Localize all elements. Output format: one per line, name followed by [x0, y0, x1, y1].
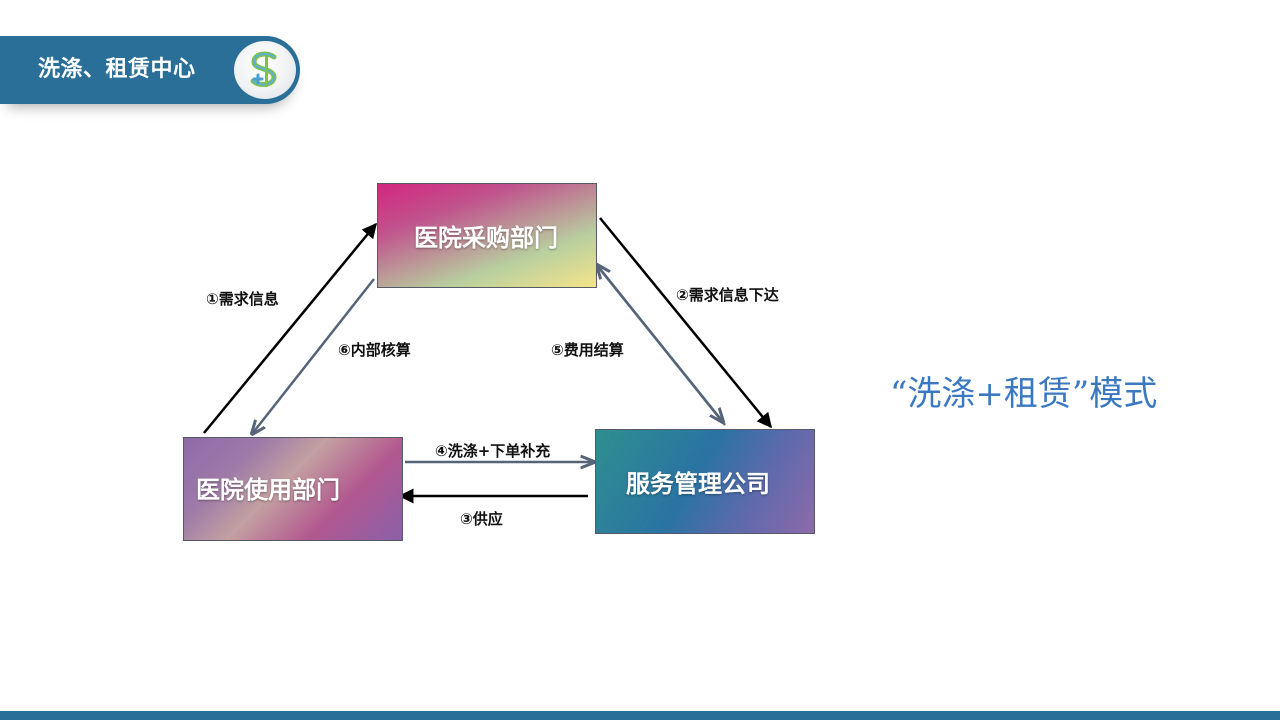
logo-icon — [232, 39, 298, 101]
edge-label-e5: ⑤费用结算 — [551, 341, 624, 359]
edge-label-e1: ①需求信息 — [206, 290, 279, 308]
arrow-e2 — [599, 217, 772, 429]
page-title: 洗涤、租赁中心 — [38, 57, 196, 82]
node-service-company: 服务管理公司 — [595, 429, 815, 534]
node-purchasing-dept: 医院采购部门 — [377, 183, 597, 288]
header-bar: 洗涤、租赁中心 — [0, 36, 300, 104]
edge-label-e2: ②需求信息下达 — [676, 286, 779, 304]
arrow-e6 — [252, 278, 375, 434]
footer-bar — [0, 711, 1280, 720]
arrow-e1 — [203, 222, 377, 434]
edge-label-e6: ⑥内部核算 — [338, 341, 411, 359]
model-title: “洗涤+租赁”模式 — [890, 374, 1158, 414]
arrow-e5-back — [598, 267, 723, 422]
edge-label-e3: ③供应 — [460, 510, 503, 528]
edge-label-e4: ④洗涤+下单补充 — [435, 442, 551, 460]
node-using-dept: 医院使用部门 — [183, 437, 403, 541]
